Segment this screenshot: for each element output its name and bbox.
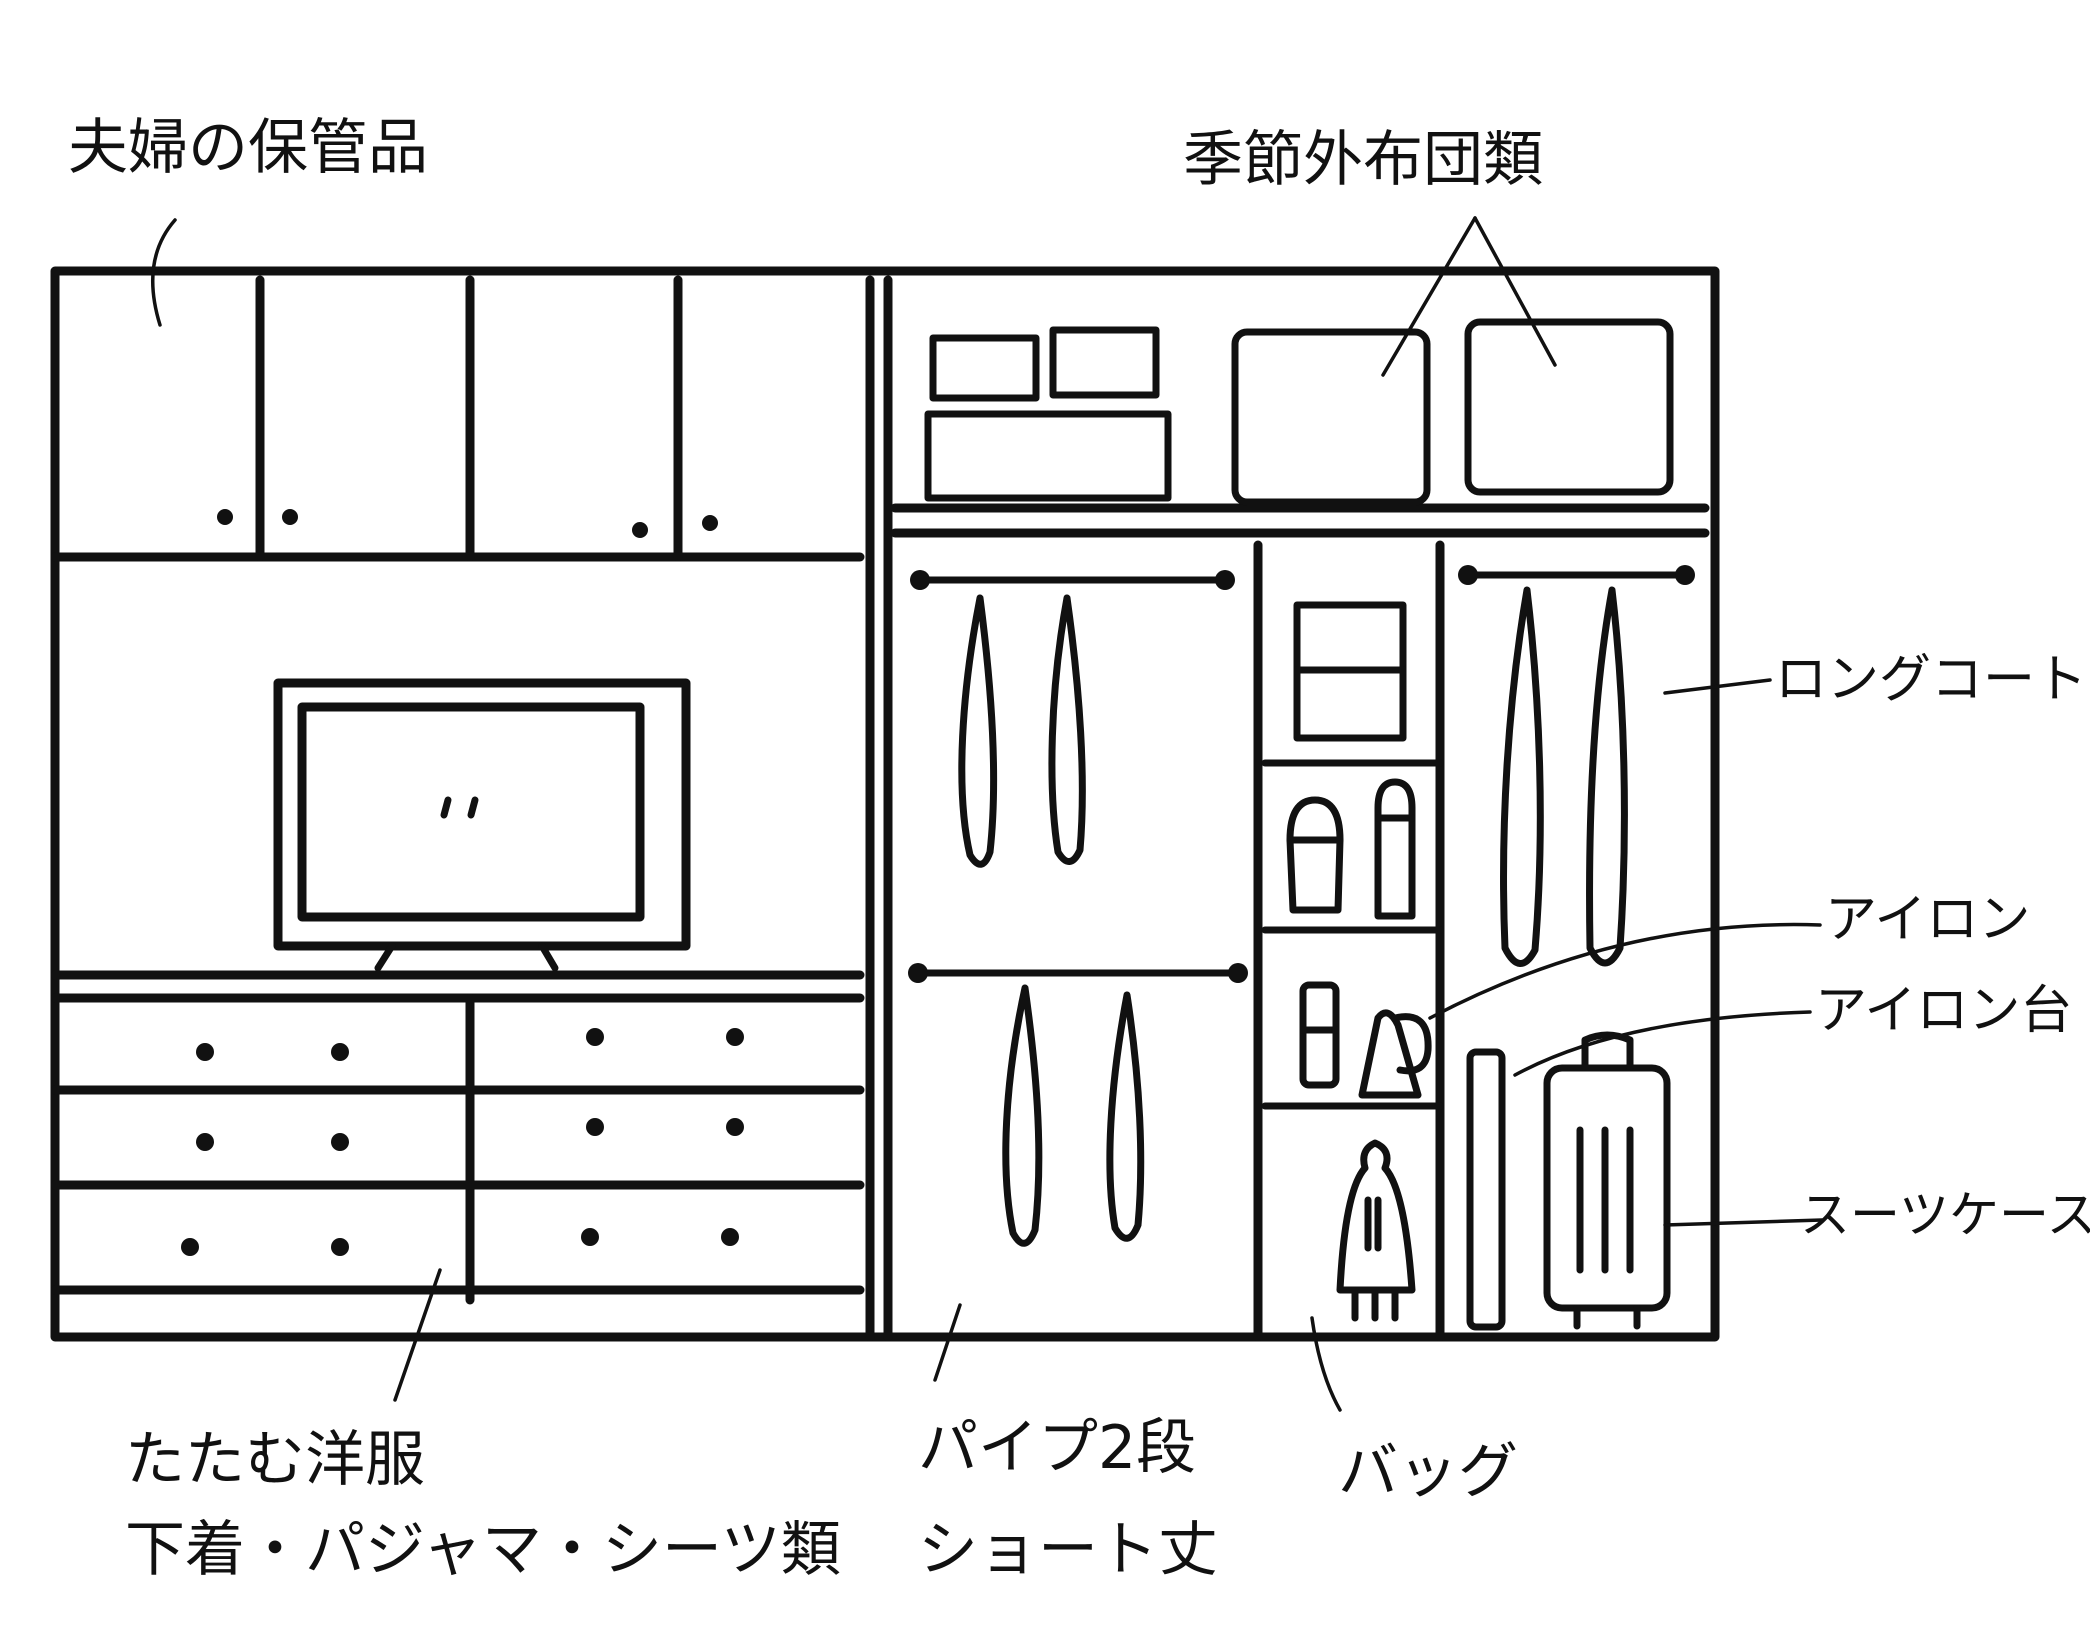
drawer-knob [586,1028,604,1046]
drawer-knob [726,1028,744,1046]
storage-box [1049,326,1160,399]
upper-shelf [890,318,1710,538]
futon-case [1231,328,1431,506]
label-long-coat: ロングコート [1775,650,2087,710]
storage-box [929,334,1040,402]
drawer-knob [181,1238,199,1256]
label-bag: バッグ [1338,1437,1518,1507]
long-coat [1586,586,1628,967]
short-garment [958,594,998,868]
cabinet-knob [282,509,298,525]
label-short-length: ショート丈 [918,1515,1218,1585]
folded-item [1293,601,1407,674]
drawer-knob [331,1133,349,1151]
label-underwear: 下着・パジャマ・シーツ類 [125,1515,841,1585]
basket [1286,796,1344,914]
drawer-knob [331,1043,349,1061]
drawer-knob [726,1118,744,1136]
bag-item [1336,1139,1416,1294]
iron-item [1358,1009,1422,1099]
ironing-board [1466,1048,1506,1331]
cabinet-knob [217,509,233,525]
closet-frame [50,266,1720,1342]
long-coat [1500,586,1544,967]
cabinet-knob [702,515,718,531]
drawer-knob [331,1238,349,1256]
label-iron: アイロン [1825,890,2030,950]
drawer-knob [196,1043,214,1061]
drawer-chest [50,970,865,1305]
label-couple-storage: 夫婦の保管品 [68,113,428,183]
short-garment [1002,984,1043,1247]
folded-item [1293,666,1407,742]
futon-case [1464,318,1674,496]
suitcase [1543,1064,1671,1312]
center-shelves [1261,540,1445,1342]
short-garment [1106,991,1145,1242]
cabinet-knob [632,522,648,538]
drawer-knob [581,1228,599,1246]
long-coat-section [1458,565,1695,1331]
storage-box [924,410,1172,502]
upper-cabinet [50,275,865,562]
tv [273,678,691,972]
short-garment [1048,594,1086,865]
label-suitcase: スーツケース [1800,1186,2090,1244]
leader-lines [150,216,1824,1412]
label-pipe: パイプ2段 [918,1413,1196,1483]
label-off-season-futon: 季節外布団類 [1183,125,1543,195]
drawer-knob [721,1228,739,1246]
hanging-section [908,540,1263,1342]
label-ironing-board: アイロン台 [1815,981,2072,1041]
spray-bottle [1299,981,1340,1089]
labels: 夫婦の保管品 季節外布団類 ロングコート アイロン アイロン台 スーツケース た… [68,113,2090,1585]
bottle [1374,778,1416,920]
drawer-knob [196,1133,214,1151]
drawer-knob [586,1118,604,1136]
label-folded-clothes: たたむ洋服 [125,1425,425,1495]
